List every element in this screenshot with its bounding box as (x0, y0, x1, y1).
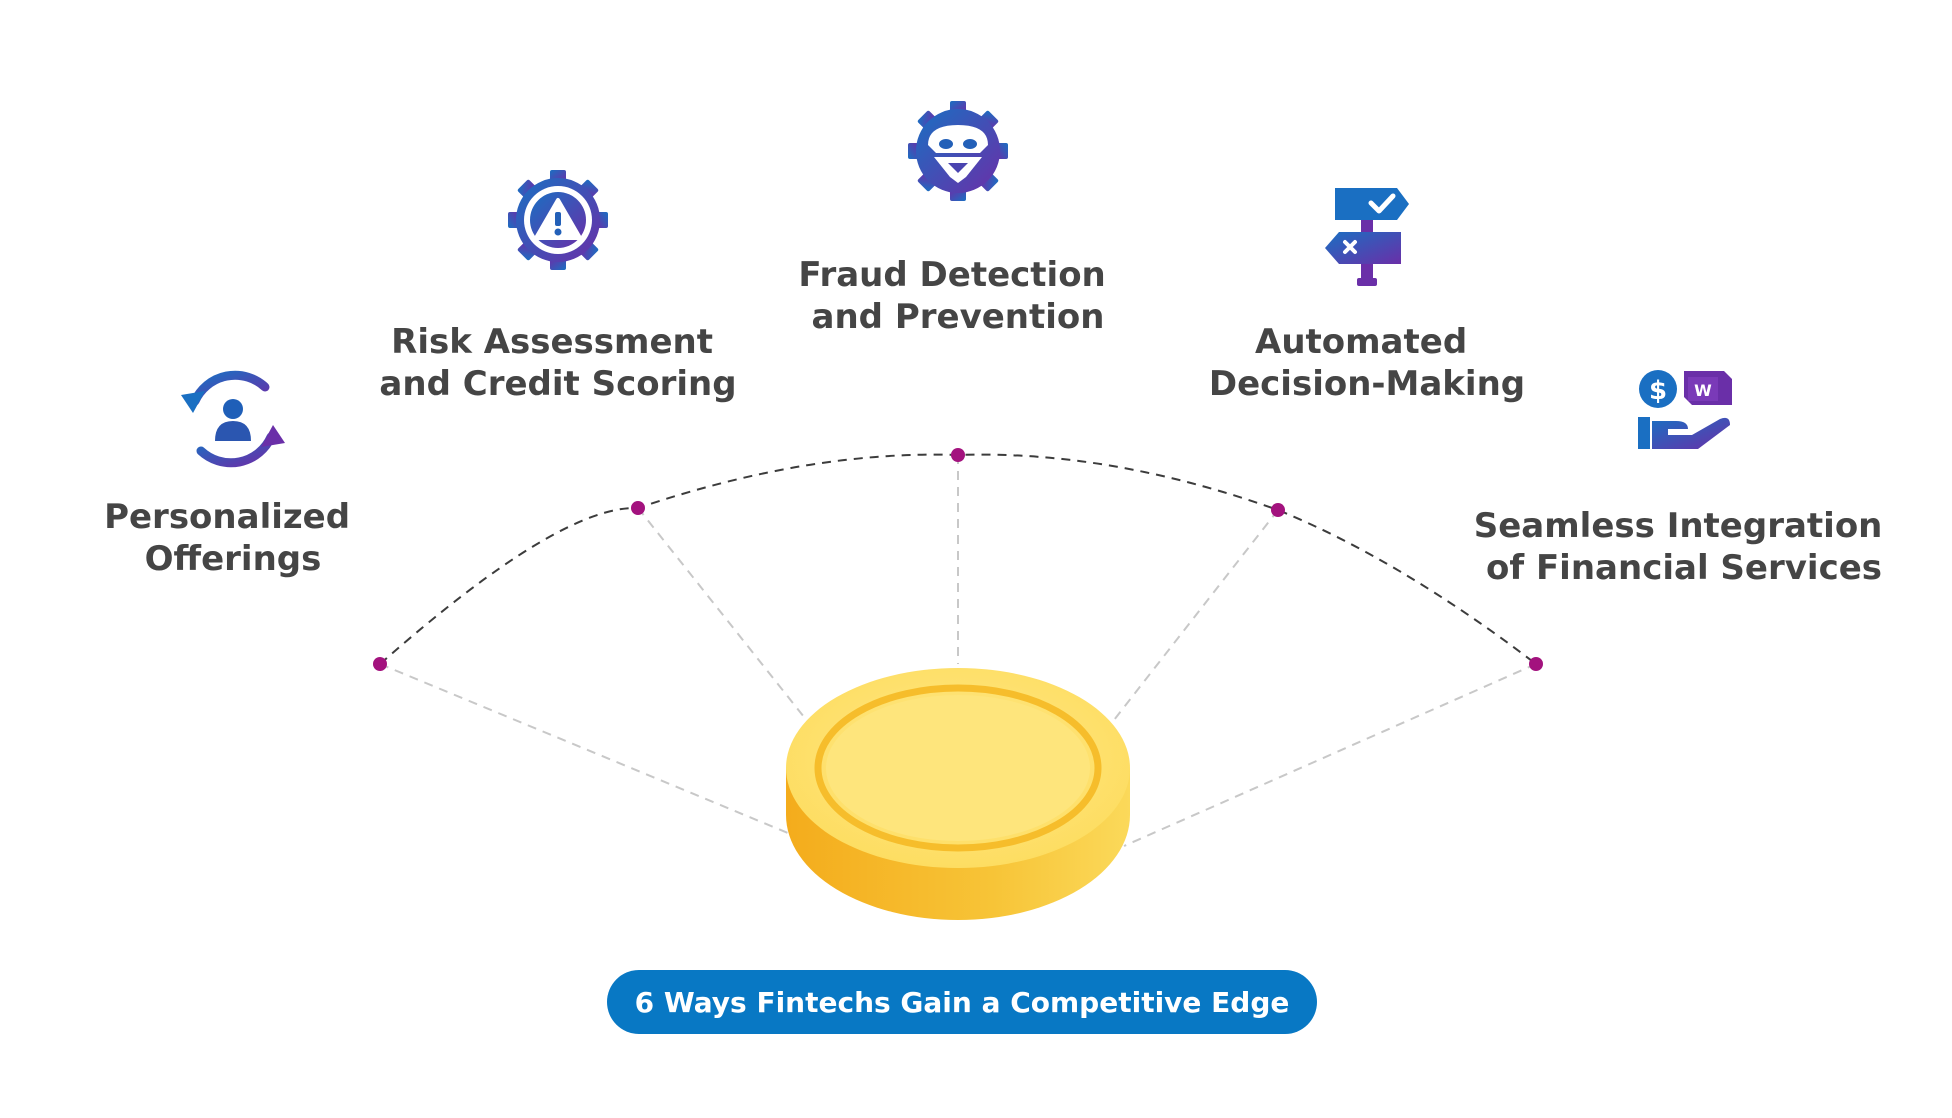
node-dot-1 (373, 657, 387, 671)
svg-text:W: W (1694, 381, 1712, 400)
node-dot-5 (1529, 657, 1543, 671)
title-banner: 6 Ways Fintechs Gain a Competitive Edge (607, 970, 1317, 1034)
fraud-bandit-gear-icon (908, 101, 1008, 201)
decision-signpost-icon (1325, 188, 1409, 286)
node-dot-3 (951, 448, 965, 462)
spoke-line-1 (379, 663, 801, 839)
hand-dollar-box-icon: $ W (1638, 370, 1732, 449)
svg-text:$: $ (1649, 376, 1667, 406)
banner-title: 6 Ways Fintechs Gain a Competitive Edge (635, 986, 1290, 1019)
spoke-line-2 (637, 507, 809, 723)
spoke-line-4 (1113, 509, 1279, 721)
label-personalized-offerings: Personalized Offerings (104, 497, 362, 579)
risk-warning-gear-icon (508, 170, 608, 270)
node-dot-2 (631, 501, 645, 515)
spoke-line-5 (1123, 663, 1537, 847)
label-seamless-integration: Seamless Integration of Financial Servic… (1474, 506, 1894, 588)
personalized-user-cycle-icon (181, 370, 285, 468)
node-dot-4 (1271, 503, 1285, 517)
label-automated-decision: Automated Decision-Making (1209, 322, 1525, 404)
node-dots (373, 448, 1543, 671)
label-fraud-detection: Fraud Detection and Prevention (798, 255, 1117, 337)
label-risk-assessment: Risk Assessment and Credit Scoring (379, 322, 736, 404)
item-labels: Personalized Offerings Risk Assessment a… (104, 255, 1894, 588)
coin-illustration (786, 668, 1130, 920)
